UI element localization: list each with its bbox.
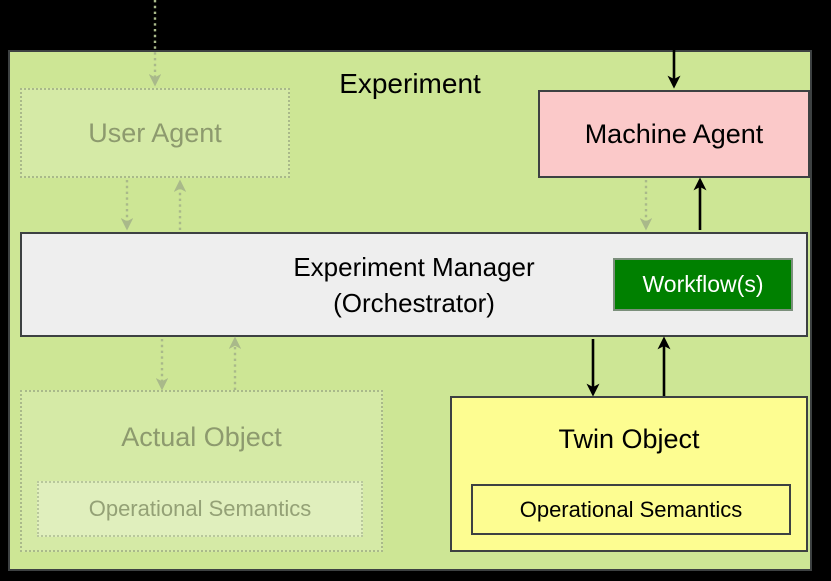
experiment-title: Experiment [339, 68, 481, 99]
node-actual-object-operational-semantics[interactable]: Operational Semantics [37, 481, 363, 537]
node-actual-object-operational-semantics-label: Operational Semantics [88, 496, 312, 521]
node-twin-object-operational-semantics-label: Operational Semantics [519, 496, 743, 522]
node-experiment-manager-label-line2: (Orchestrator) [333, 288, 495, 318]
node-twin-object-operational-semantics[interactable]: Operational Semantics [471, 484, 791, 535]
node-experiment-manager[interactable]: Experiment Manager (Orchestrator) Workfl… [20, 232, 808, 337]
node-twin-object-label: Twin Object [558, 424, 700, 454]
node-user-agent[interactable]: User Agent [20, 88, 290, 178]
node-experiment-manager-label-line1: Experiment Manager [293, 252, 535, 282]
node-actual-object[interactable]: Actual Object Operational Semantics [20, 390, 383, 552]
node-user-agent-label: User Agent [88, 117, 222, 148]
node-twin-object[interactable]: Twin Object Operational Semantics [450, 396, 808, 552]
node-machine-agent-label: Machine Agent [584, 118, 764, 149]
node-machine-agent[interactable]: Machine Agent [538, 90, 810, 178]
node-actual-object-label: Actual Object [121, 422, 282, 452]
node-workflows[interactable]: Workflow(s) [613, 258, 793, 311]
node-experiment-manager-label: Experiment Manager (Orchestrator) [22, 249, 806, 321]
node-workflows-label: Workflow(s) [642, 271, 764, 297]
